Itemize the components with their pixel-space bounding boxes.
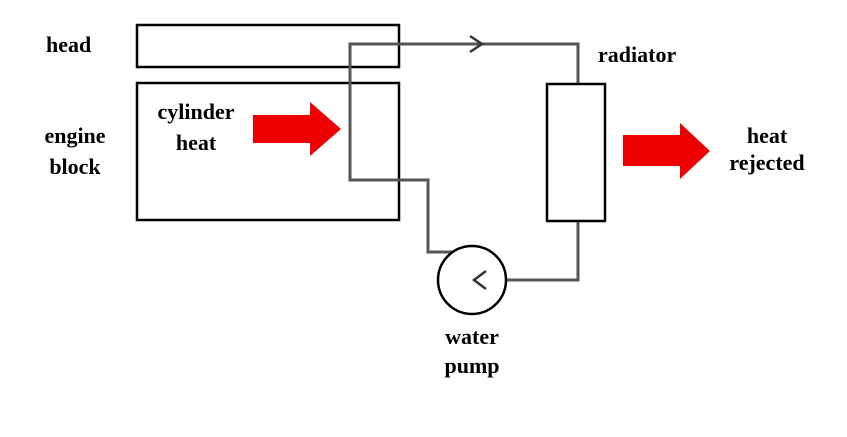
flow-direction-icon xyxy=(469,34,485,54)
cylinder-heat-label-line1: cylinder xyxy=(158,99,235,124)
water-pump-label-line2: pump xyxy=(444,353,499,378)
engine-block-label-line1: engine xyxy=(44,123,105,148)
cylinder-heat-arrow xyxy=(253,102,341,156)
heat-rejected-arrow xyxy=(623,123,710,179)
pump-direction-icon xyxy=(471,270,487,290)
head-block xyxy=(135,23,401,69)
cylinder-heat-label-line2: heat xyxy=(176,130,217,155)
coolant-pipe-engine xyxy=(348,42,580,254)
water-pump-label-line1: water xyxy=(445,324,499,349)
head-label: head xyxy=(46,32,91,57)
engine-block xyxy=(135,81,401,222)
coolant-pipe-return xyxy=(507,221,580,282)
radiator-body xyxy=(545,82,607,223)
engine-block-label-line2: block xyxy=(49,154,101,179)
heat-rejected-label-line1: heat xyxy=(747,123,788,148)
radiator-label: radiator xyxy=(598,42,676,67)
heat-rejected-label-line2: rejected xyxy=(729,150,804,175)
